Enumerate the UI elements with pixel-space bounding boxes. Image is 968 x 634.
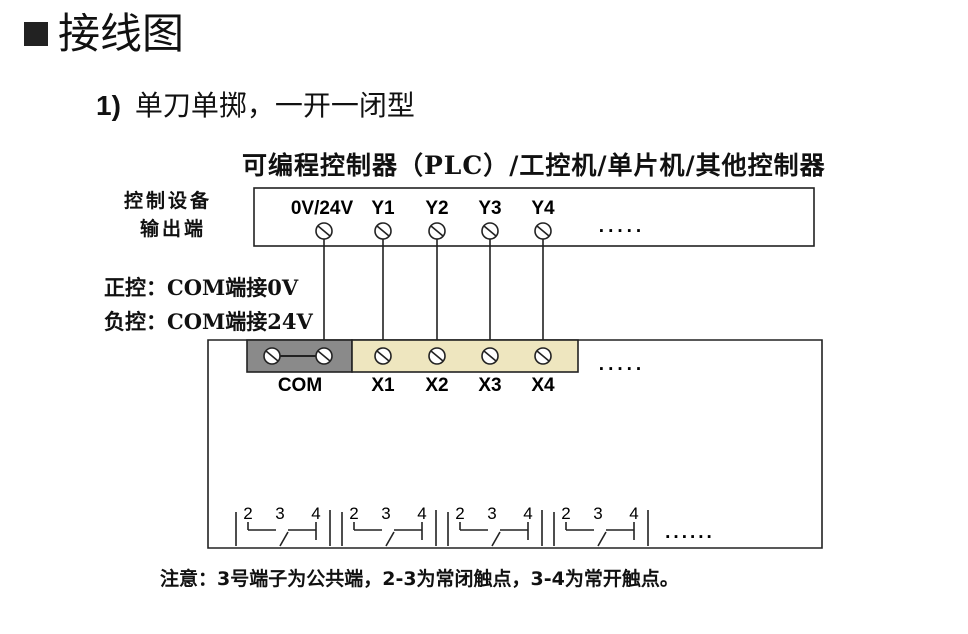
wires <box>323 238 544 347</box>
controller-output-box <box>253 187 815 247</box>
relay-contacts: 2 3 4 2 3 4 2 3 4 2 3 4 <box>235 504 649 547</box>
relay-terminal-number: 2 <box>455 504 464 523</box>
screw-terminal-icon <box>481 347 499 365</box>
bottom-terminal-label: X4 <box>531 375 555 396</box>
screw-terminal-icon <box>428 347 446 365</box>
relay-terminal-number: 3 <box>487 504 496 523</box>
relay-terminal-number: 2 <box>349 504 358 523</box>
subtitle: 1) 单刀单掷，一开一闭型 <box>96 86 415 126</box>
relay-terminal-number: 2 <box>561 504 570 523</box>
relay-terminal-number: 4 <box>629 504 638 523</box>
page-title: 接线图 <box>24 6 184 62</box>
relay-contact-icon: 2 3 4 <box>341 504 437 547</box>
input-screws <box>374 347 552 365</box>
negative-control-label: 负控：COM端接24V <box>104 309 313 334</box>
screw-terminal-icon <box>315 222 333 240</box>
bottom-terminal-label: X3 <box>478 375 501 396</box>
bottom-terminal-label: X1 <box>371 375 395 396</box>
title-text: 接线图 <box>58 9 185 58</box>
relay-terminal-number: 4 <box>523 504 532 523</box>
relay-contact-icon: 2 3 4 <box>235 504 331 547</box>
note-text: 注意：3号端子为公共端，2-3为常闭触点，3-4为常开触点。 <box>160 568 679 590</box>
controller-header: 可编程控制器（PLC）/工控机/单片机/其他控制器 <box>242 151 826 180</box>
screw-terminal-icon <box>481 222 499 240</box>
screw-terminal-icon <box>534 222 552 240</box>
device-label-line2: 输出端 <box>140 218 207 240</box>
com-screws <box>263 347 333 365</box>
bullet-square-icon <box>24 22 48 46</box>
subtitle-number: 1) <box>96 90 121 121</box>
top-terminal-label: 0V/24V <box>291 198 354 219</box>
screw-terminal-icon <box>315 347 333 365</box>
screw-terminal-icon <box>263 347 281 365</box>
positive-control-label: 正控：COM端接0V <box>104 275 299 300</box>
top-terminal-label: Y3 <box>478 198 501 219</box>
screw-terminal-icon <box>374 222 392 240</box>
screw-terminal-icon <box>374 347 392 365</box>
relay-terminal-number: 2 <box>243 504 252 523</box>
top-terminal-label: Y1 <box>371 198 395 219</box>
bottom-ellipsis: ..... <box>599 354 645 375</box>
screw-terminal-icon <box>428 222 446 240</box>
relay-terminal-number: 3 <box>593 504 602 523</box>
top-terminal-label: Y2 <box>425 198 448 219</box>
relay-module-box <box>207 339 823 549</box>
top-screws <box>315 222 552 240</box>
device-label-line1: 控制设备 <box>124 190 213 212</box>
relay-terminal-number: 3 <box>275 504 284 523</box>
relay-terminal-number: 4 <box>417 504 426 523</box>
relay-terminal-number: 4 <box>311 504 320 523</box>
bottom-terminal-label: COM <box>278 375 322 396</box>
bottom-terminal-label: X2 <box>425 375 448 396</box>
subtitle-text: 单刀单掷，一开一闭型 <box>134 89 415 122</box>
relay-ellipsis: ...... <box>665 522 715 543</box>
relay-contact-icon: 2 3 4 <box>447 504 543 547</box>
screw-terminal-icon <box>534 347 552 365</box>
top-terminal-label: Y4 <box>531 198 555 219</box>
top-ellipsis: ..... <box>599 216 645 237</box>
relay-terminal-number: 3 <box>381 504 390 523</box>
relay-contact-icon: 2 3 4 <box>553 504 649 547</box>
